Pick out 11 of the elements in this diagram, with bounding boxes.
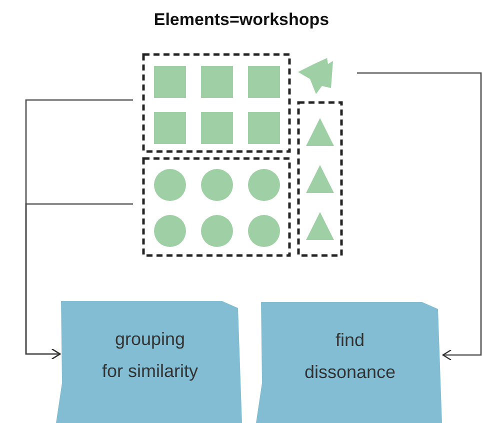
- dashed-group-box: [142, 157, 291, 257]
- card-shape: [56, 301, 244, 423]
- dashed-group-box: [297, 101, 343, 257]
- star-shape: [297, 58, 334, 95]
- card-shape: [256, 302, 444, 423]
- title: Elements=workshops: [152, 10, 330, 30]
- card-text: find dissonance: [303, 328, 397, 384]
- connector-arrow: [357, 72, 482, 361]
- connector-arrow: [25, 203, 133, 360]
- card-text: grouping for similarity: [102, 328, 198, 383]
- dashed-group-box: [142, 53, 291, 153]
